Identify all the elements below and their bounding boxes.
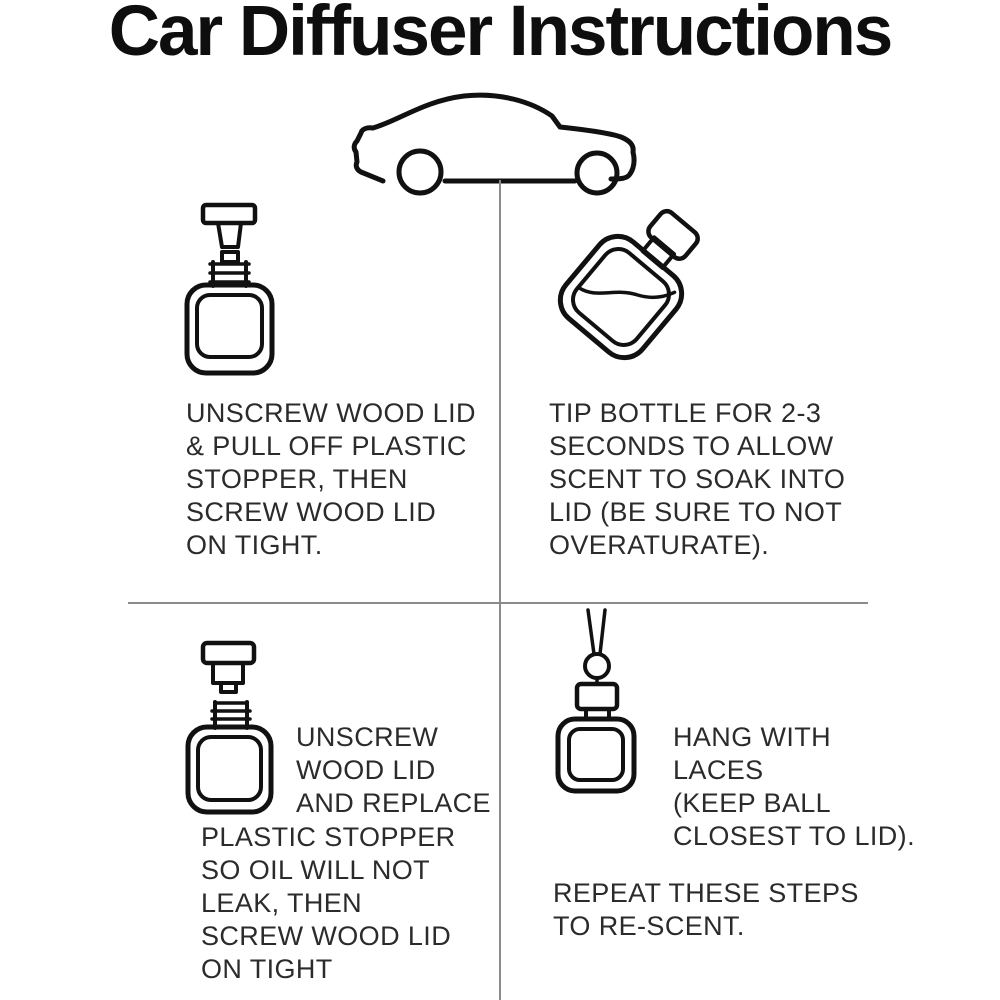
oil-level-line — [577, 286, 677, 300]
car-icon — [351, 92, 637, 196]
car-rear-wheel — [574, 150, 620, 196]
bottle-body-inner — [567, 727, 625, 782]
car-body-outline — [351, 92, 637, 184]
page-title: Car Diffuser Instructions — [108, 0, 893, 71]
bottle-body-inner — [195, 293, 264, 359]
lace-left — [586, 608, 596, 656]
bottle-body — [557, 233, 685, 361]
bottle-body — [555, 716, 637, 794]
bottle-hanging-icon — [555, 608, 637, 794]
step-3-text-below: PLASTIC STOPPER SO OIL WILL NOT LEAK, TH… — [201, 822, 456, 984]
step-1-text: UNSCREW WOOD LID & PULL OFF PLASTIC STOP… — [186, 398, 476, 560]
bottle-lid-off-icon — [184, 202, 275, 376]
bottle-tipped-icon — [557, 208, 700, 361]
lace-ball — [583, 652, 611, 680]
bottle-body — [184, 282, 275, 376]
step-4-text: HANG WITH LACES (KEEP BALL CLOSEST TO LI… — [673, 722, 915, 851]
bottle-body — [185, 724, 274, 815]
wood-lid — [200, 202, 258, 226]
lid-stem — [216, 221, 243, 249]
wood-lid — [200, 640, 257, 666]
lace-right — [598, 608, 607, 656]
bottle-body-inner — [196, 735, 263, 802]
bottle-stopper-replaced-icon — [185, 640, 274, 815]
plastic-stopper — [220, 250, 240, 264]
car-front-wheel — [396, 148, 444, 196]
step-3-text-beside: UNSCREW WOOD LID AND REPLACE — [296, 722, 491, 818]
plastic-stopper — [219, 681, 238, 694]
repeat-note-text: REPEAT THESE STEPS TO RE-SCENT. — [553, 878, 859, 941]
vertical-divider-line — [499, 180, 501, 1000]
wood-lid — [574, 681, 620, 712]
step-2-text: TIP BOTTLE FOR 2-3 SECONDS TO ALLOW SCEN… — [549, 398, 846, 560]
horizontal-divider-line — [128, 602, 868, 604]
bottle-body-inner — [571, 247, 671, 347]
lid-stem — [211, 661, 245, 685]
